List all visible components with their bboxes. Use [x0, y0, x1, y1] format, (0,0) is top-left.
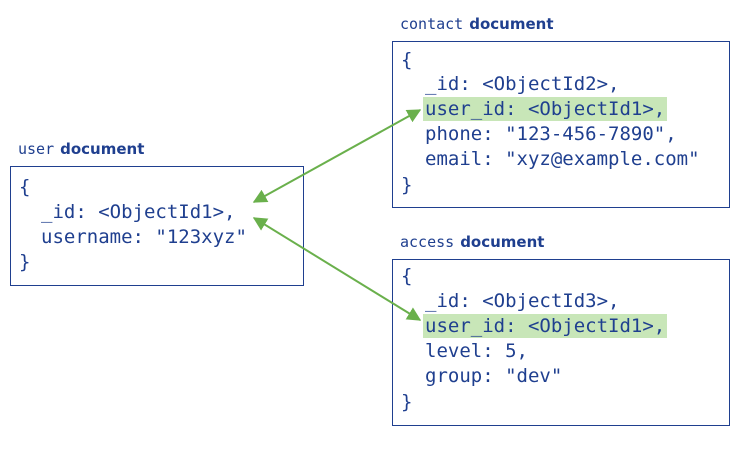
- contact-title-bold: document: [469, 15, 554, 33]
- user-close-brace: }: [19, 251, 31, 273]
- arrow-user-to-contact: [252, 109, 422, 203]
- contact-user-id-field: user_id: <ObjectId1>,: [423, 97, 668, 121]
- contact-phone-field: phone: "123-456-7890",: [425, 123, 677, 145]
- access-document-box: { _id: <ObjectId3>, user_id: <ObjectId1>…: [392, 259, 730, 426]
- access-user-id-field: user_id: <ObjectId1>,: [423, 314, 668, 338]
- user-open-brace: {: [19, 176, 31, 198]
- access-level-field: level: 5,: [425, 340, 528, 362]
- contact-open-brace: {: [401, 49, 413, 71]
- contact-email-field: email: "xyz@example.com": [425, 148, 700, 170]
- access-id-field: _id: <ObjectId3>,: [425, 290, 620, 312]
- user-title-bold: document: [60, 140, 145, 158]
- contact-id-field: _id: <ObjectId2>,: [425, 73, 620, 95]
- user-title-mono: user: [18, 140, 55, 158]
- arrow-user-to-access: [252, 217, 422, 321]
- user-document-title: user document: [18, 140, 144, 158]
- user-username-field: username: "123xyz": [41, 226, 247, 248]
- contact-document-box: { _id: <ObjectId2>, user_id: <ObjectId1>…: [392, 41, 730, 208]
- contact-title-mono: contact: [400, 15, 464, 33]
- contact-document-title: contact document: [400, 15, 553, 33]
- access-close-brace: }: [401, 391, 413, 413]
- access-group-field: group: "dev": [425, 365, 563, 387]
- access-title-bold: document: [460, 233, 545, 251]
- user-id-field: _id: <ObjectId1>,: [41, 201, 236, 223]
